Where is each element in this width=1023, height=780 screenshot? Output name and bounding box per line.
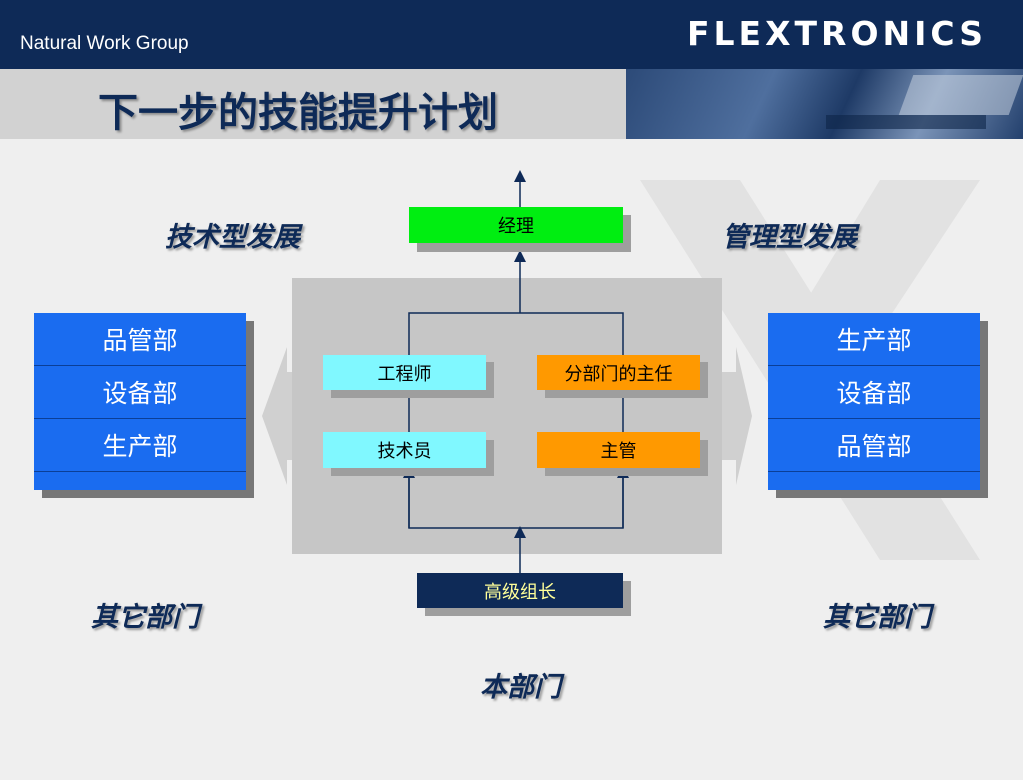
- technical-track-label: 技术型发展: [165, 222, 300, 253]
- top-banner: [0, 0, 1023, 69]
- other-dept-left-label: 其它部门: [91, 602, 199, 633]
- left-dept-item: 品管部: [34, 313, 246, 366]
- right-dept-item: 生产部: [768, 313, 980, 366]
- technician-box: 技术员: [323, 432, 486, 468]
- senior-leader-box: 高级组长: [417, 573, 623, 608]
- engineer-box: 工程师: [323, 355, 486, 390]
- brand-logo: FLEXTRONICS: [686, 14, 987, 53]
- left-dept-list: 品管部 设备部 生产部: [34, 313, 246, 490]
- manager-box: 经理: [409, 207, 623, 243]
- right-dept-item: 品管部: [768, 419, 980, 472]
- this-dept-label: 本部门: [480, 672, 561, 703]
- header-photo: [626, 69, 1023, 139]
- management-track-label: 管理型发展: [722, 222, 857, 253]
- right-dept-list: 生产部 设备部 品管部: [768, 313, 980, 490]
- page-title: 下一步的技能提升计划: [98, 89, 498, 136]
- title-band: [0, 69, 626, 139]
- supervisor-box: 主管: [537, 432, 700, 468]
- section-head-box: 分部门的主任: [537, 355, 700, 390]
- central-panel: [292, 278, 722, 554]
- left-dept-item: 生产部: [34, 419, 246, 472]
- group-label: Natural Work Group: [20, 33, 189, 54]
- other-dept-right-label: 其它部门: [823, 602, 931, 633]
- right-dept-item: 设备部: [768, 366, 980, 419]
- left-dept-item: 设备部: [34, 366, 246, 419]
